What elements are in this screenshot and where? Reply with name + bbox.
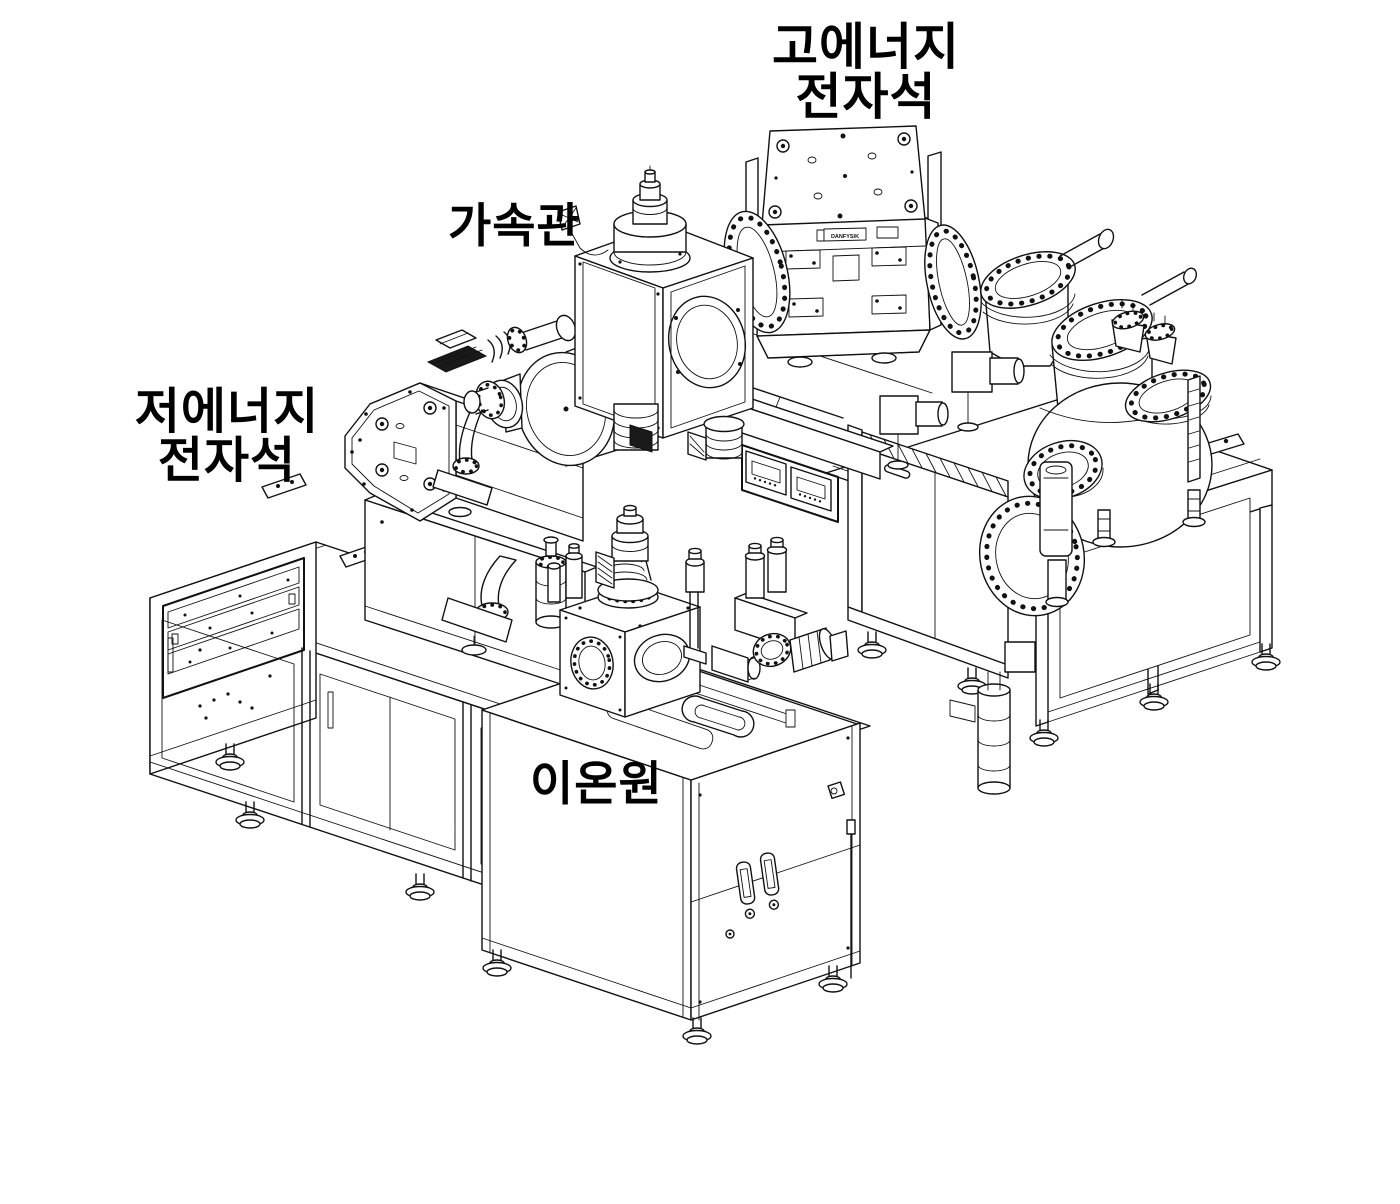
high-energy-magnet-drawing: DANFYSIK xyxy=(743,125,982,368)
label-high-energy-line2: 전자석 xyxy=(795,69,937,125)
label-high-energy-line1: 고에너지 xyxy=(772,19,960,75)
middle-cabinet-drawing xyxy=(741,424,1009,695)
label-acceleration-tube: 가속관 xyxy=(448,199,581,252)
acceleration-tube-drawing xyxy=(432,165,894,518)
label-low-energy-line2: 전자석 xyxy=(157,434,297,488)
label-low-energy-line1: 저에너지 xyxy=(134,385,320,439)
beamline-chambers-drawing xyxy=(879,228,1213,795)
ion-source-drawing xyxy=(481,504,858,781)
maker-plate-text: DANFYSIK xyxy=(831,234,859,240)
ion-source-cabinet-drawing xyxy=(481,709,861,1045)
low-energy-magnet-drawing xyxy=(344,314,598,693)
label-ion-source: 이온원 xyxy=(530,757,663,810)
